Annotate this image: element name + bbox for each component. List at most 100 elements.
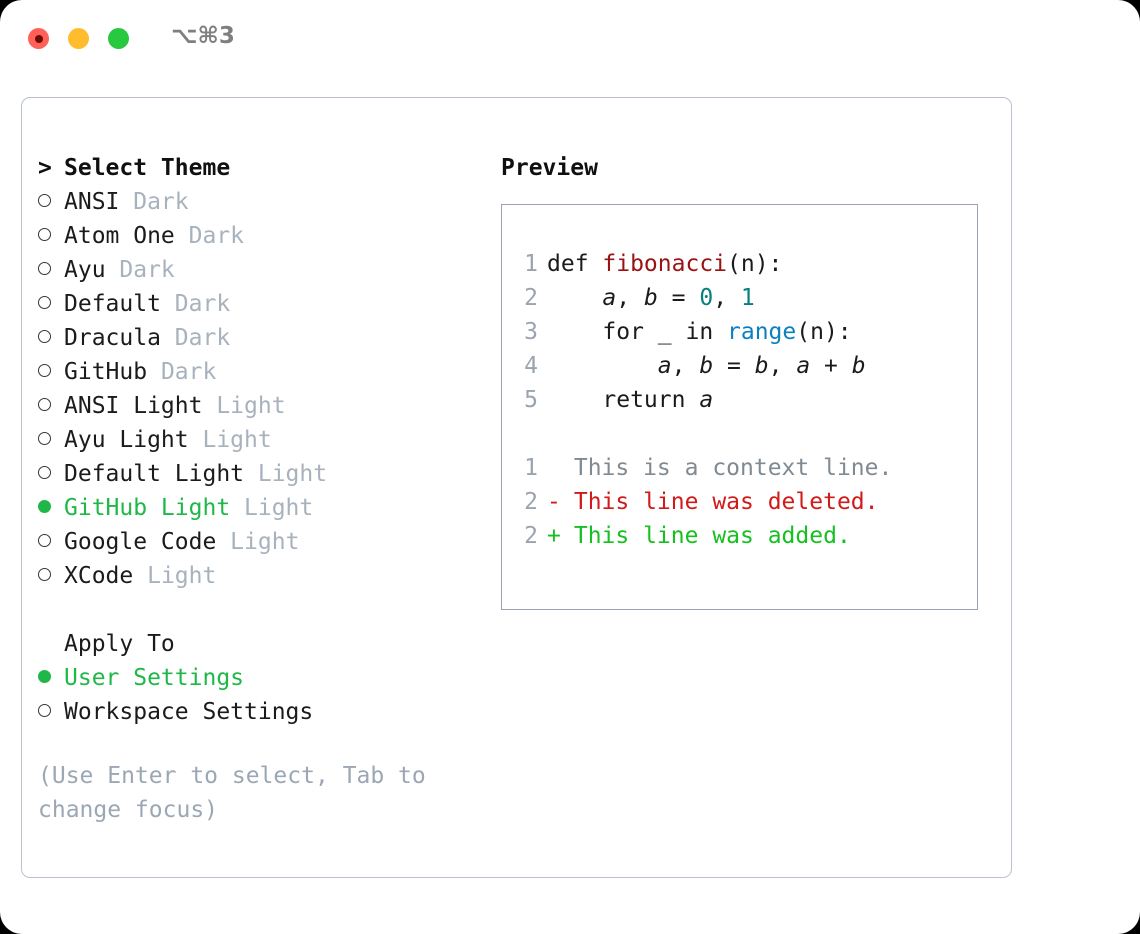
diff-line-text: + This line was added. [547, 523, 851, 549]
code-token: b [699, 353, 714, 379]
theme-name-label: Atom One [64, 223, 175, 249]
radio-unselected-icon[interactable] [38, 185, 64, 219]
code-token: a [699, 387, 714, 413]
radio-glyph [38, 194, 51, 207]
code-token: for _ in [547, 319, 728, 345]
theme-list-item[interactable]: Ayu Light Light [38, 423, 498, 457]
code-line: 4 a, b = b, a + b [516, 349, 971, 383]
theme-name-label: GitHub Light [64, 495, 231, 521]
theme-list-item[interactable]: Google Code Light [38, 525, 498, 559]
keyboard-shortcut-label: ⌥⌘3 [171, 23, 235, 49]
code-token: , [713, 285, 741, 311]
theme-list-item[interactable]: Default Dark [38, 287, 498, 321]
line-number: 1 [524, 455, 538, 481]
theme-name-label: Google Code [64, 529, 217, 555]
theme-variant-tag: Light [188, 427, 272, 453]
close-button[interactable] [28, 28, 49, 49]
radio-glyph [38, 262, 51, 275]
theme-name-label: Default [64, 291, 161, 317]
minimize-button[interactable] [68, 28, 89, 49]
code-token: return [547, 387, 700, 413]
theme-variant-tag: Light [230, 495, 314, 521]
diff-line: 2+ This line was added. [516, 519, 971, 553]
code-token: a [796, 353, 811, 379]
radio-glyph [38, 398, 51, 411]
radio-glyph [38, 296, 51, 309]
code-token: 1 [740, 285, 755, 311]
line-number: 4 [524, 353, 538, 379]
theme-list-item[interactable]: GitHub Dark [38, 355, 498, 389]
theme-name-label: ANSI [64, 189, 120, 215]
theme-list-item[interactable]: Default Light Light [38, 457, 498, 491]
radio-glyph [38, 466, 51, 479]
apply-to-heading: ○Apply To [38, 627, 498, 661]
theme-name-label: ANSI Light [64, 393, 203, 419]
radio-glyph [38, 364, 51, 377]
theme-variant-tag: Dark [119, 189, 189, 215]
line-number: 2 [524, 489, 538, 515]
theme-variant-tag: Dark [160, 291, 231, 317]
radio-unselected-icon[interactable] [38, 695, 64, 729]
theme-list-item[interactable]: ANSI Dark [38, 185, 498, 219]
theme-name-label: Dracula [64, 325, 161, 351]
apply-to-heading-label: Apply To [64, 631, 175, 657]
theme-list-item[interactable]: Dracula Dark [38, 321, 498, 355]
code-token: a [602, 285, 617, 311]
line-number: 5 [524, 387, 538, 413]
theme-name-label: Ayu Light [64, 427, 189, 453]
radio-glyph [38, 330, 51, 343]
code-diff-gap [516, 417, 971, 451]
code-token: a [657, 353, 672, 379]
theme-list-item[interactable]: GitHub Light Light [38, 491, 498, 525]
radio-unselected-icon[interactable] [38, 559, 64, 593]
theme-name-label: GitHub [64, 359, 148, 385]
theme-variant-tag: Light [133, 563, 217, 589]
radio-glyph [38, 704, 51, 717]
code-line: 5 return a [516, 383, 971, 417]
radio-unselected-icon[interactable] [38, 219, 64, 253]
title-bar: ⌥⌘3 [0, 0, 1140, 78]
maximize-button[interactable] [108, 28, 129, 49]
theme-list-item[interactable]: Ayu Dark [38, 253, 498, 287]
radio-selected-icon[interactable] [38, 661, 64, 695]
hint-spacer [38, 729, 498, 759]
line-number: 1 [524, 251, 538, 277]
code-token: (n): [796, 319, 852, 345]
apply-to-label: User Settings [64, 665, 245, 691]
radio-unselected-icon[interactable] [38, 253, 64, 287]
code-token: b [851, 353, 866, 379]
theme-list-item[interactable]: ANSI Light Light [38, 389, 498, 423]
code-token: def [547, 251, 603, 277]
keyboard-hint-text: (Use Enter to select, Tab to change focu… [38, 763, 426, 823]
apply-to-item[interactable]: User Settings [38, 661, 498, 695]
radio-unselected-icon[interactable] [38, 423, 64, 457]
radio-unselected-icon[interactable] [38, 287, 64, 321]
radio-selected-icon[interactable] [38, 491, 64, 525]
diff-line-text: - This line was deleted. [547, 489, 879, 515]
radio-unselected-icon[interactable] [38, 457, 64, 491]
code-token: fibonacci [602, 251, 728, 277]
radio-unselected-icon[interactable] [38, 525, 64, 559]
radio-unselected-icon[interactable] [38, 321, 64, 355]
radio-unselected-icon[interactable] [38, 389, 64, 423]
radio-unselected-icon[interactable] [38, 355, 64, 389]
caret-icon: > [38, 155, 52, 181]
code-token: range [727, 319, 797, 345]
apply-to-marker-placeholder: ○ [38, 627, 64, 661]
diff-line-text: This is a context line. [547, 455, 893, 481]
line-number: 2 [524, 285, 538, 311]
code-token: + [810, 353, 852, 379]
apply-to-item[interactable]: Workspace Settings [38, 695, 498, 729]
radio-glyph [38, 670, 51, 683]
theme-list-item[interactable]: XCode Light [38, 559, 498, 593]
theme-name-label: Ayu [64, 257, 106, 283]
theme-list-item[interactable]: Atom One Dark [38, 219, 498, 253]
diff-line: 2 - This line was deleted. [516, 485, 971, 519]
